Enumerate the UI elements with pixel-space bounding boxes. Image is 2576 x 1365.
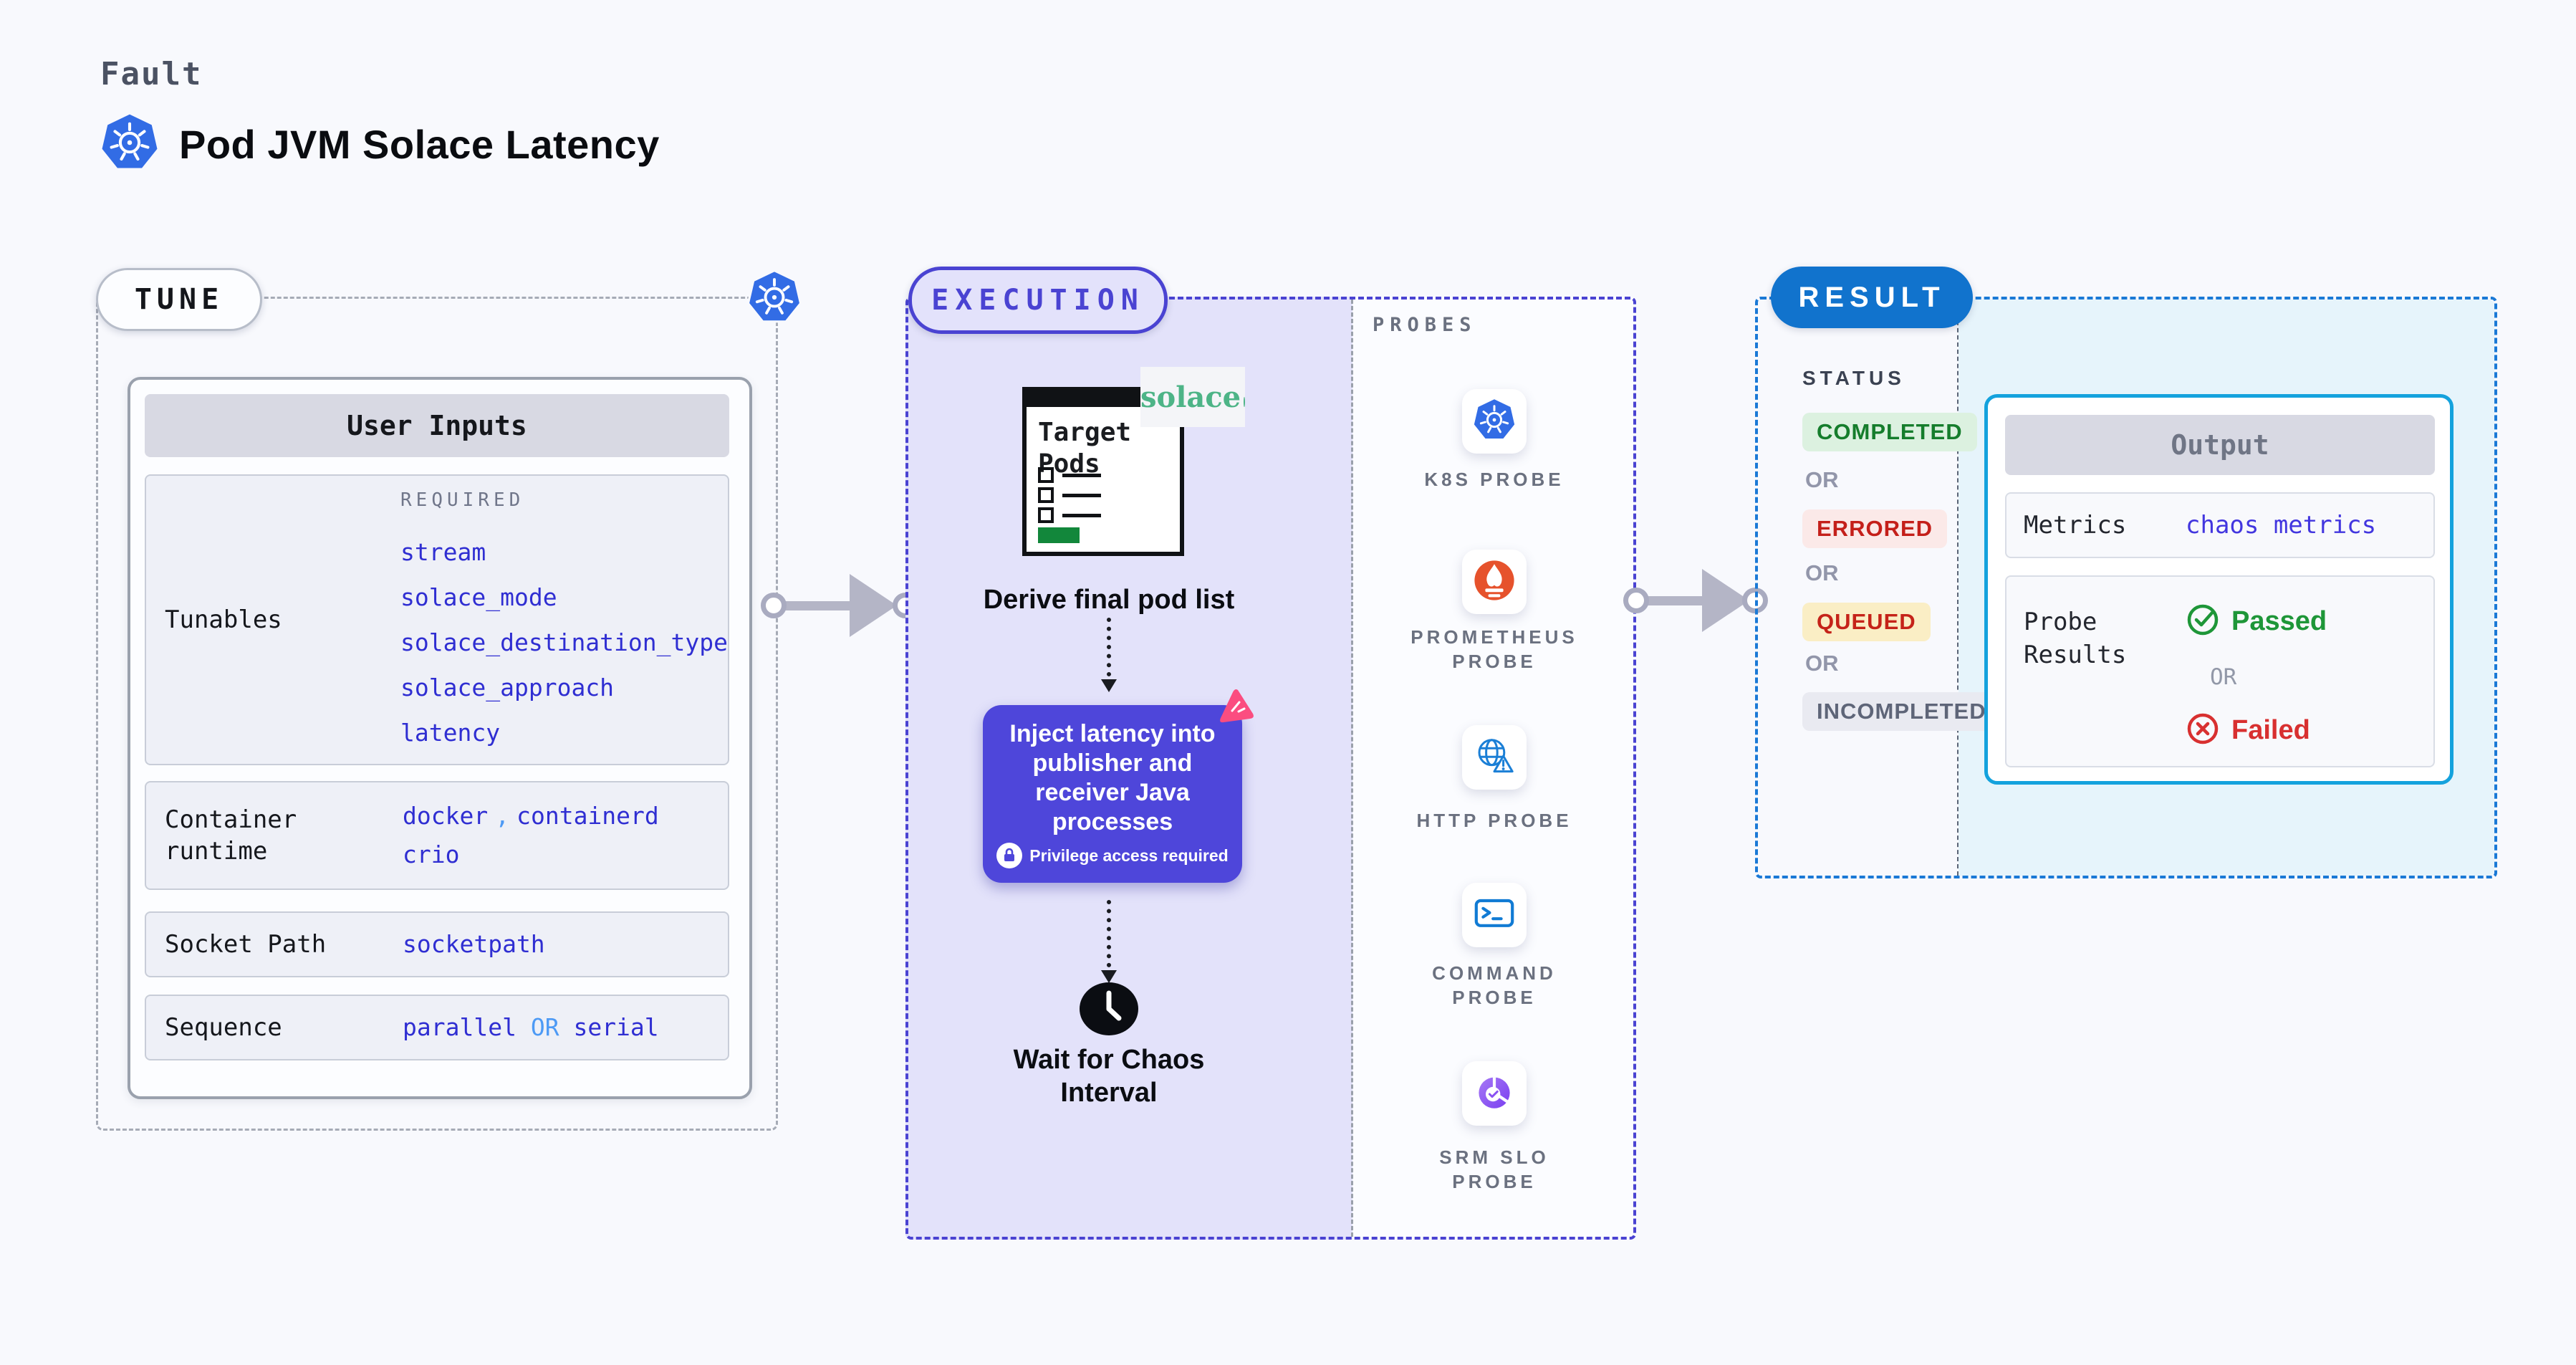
probe-card — [1462, 1061, 1527, 1126]
execution-section-pill: EXECUTION — [908, 267, 1168, 334]
container-runtime-row: Container runtime docker,containerd crio — [145, 781, 729, 890]
checkbox-icon — [1038, 487, 1054, 503]
tunable-value: solace_destination_type — [400, 628, 728, 656]
sequence-value: parallel OR serial — [403, 1013, 659, 1041]
privilege-note: Privilege access required — [1029, 846, 1229, 865]
green-button-shape — [1038, 527, 1080, 543]
output-title: Output — [2005, 415, 2435, 475]
status-title: STATUS — [1802, 367, 1905, 389]
inject-step-text: Inject latency into publisher and receiv… — [1009, 720, 1216, 835]
checkbox-icon — [1038, 467, 1054, 483]
tune-section-frame — [96, 297, 778, 1131]
connector-node — [761, 593, 787, 618]
tunables-value-list: stream solace_mode solace_destination_type… — [400, 530, 728, 755]
user-inputs-title: User Inputs — [145, 394, 729, 457]
or-label: OR — [1805, 560, 1839, 585]
tunable-value: stream — [400, 537, 486, 566]
probe-label: COMMAND PROBE — [1432, 962, 1557, 1008]
socket-path-label: Socket Path — [165, 930, 327, 959]
sequence-label: Sequence — [165, 1013, 282, 1042]
page-title: Pod JVM Solace Latency — [179, 122, 660, 167]
flow-arrow-down — [1107, 618, 1111, 676]
tunable-value: latency — [400, 718, 501, 747]
kubernetes-icon — [100, 113, 159, 176]
probe-card — [1462, 725, 1527, 790]
probe-results-label: Probe Results — [2024, 608, 2127, 669]
probe-label: HTTP PROBE — [1416, 810, 1572, 831]
or-label: OR — [1805, 467, 1839, 492]
execution-section-frame — [905, 297, 1636, 1240]
container-runtime-label: Container runtime — [165, 805, 297, 866]
status-badge: INCOMPLETED — [1802, 692, 2001, 731]
probe-results-row: Probe Results Passed OR Failed — [2005, 575, 2435, 767]
connector-node — [1623, 588, 1649, 613]
flow-arrow-head — [1101, 679, 1117, 692]
probe-label: K8S PROBE — [1424, 469, 1565, 490]
fault-kicker: Fault — [100, 56, 203, 92]
container-runtime-value-crio: crio — [403, 840, 460, 868]
privilege-note-row: Privilege access required — [996, 843, 1229, 868]
tunable-value: solace_approach — [400, 673, 615, 701]
derive-step-label: Derive final pod list — [983, 585, 1235, 615]
slo-donut-icon — [1473, 1071, 1516, 1117]
result-section-pill: RESULT — [1771, 267, 1973, 328]
or-label: OR — [1805, 651, 1839, 676]
flow-arrow-head — [1101, 970, 1117, 983]
http-globe-icon — [1473, 734, 1516, 781]
required-tag: REQUIRED — [400, 489, 525, 511]
status-badge: COMPLETED — [1802, 413, 1977, 451]
probes-title: PROBES — [1373, 314, 1477, 336]
container-runtime-values: docker,containerd — [403, 802, 659, 830]
chaos-fault-icon — [1216, 686, 1256, 730]
wait-step-label: Wait for Chaos Interval — [1013, 1045, 1205, 1108]
kubernetes-icon — [1473, 398, 1516, 445]
metrics-label: Metrics — [2024, 511, 2127, 540]
passed-result: Passed — [2186, 603, 2327, 641]
or-label: OR — [2210, 664, 2237, 690]
result-section-frame — [1755, 297, 2497, 878]
failed-label: Failed — [2231, 715, 2310, 745]
tunables-label: Tunables — [165, 605, 282, 634]
status-badge: QUEUED — [1802, 603, 1931, 641]
clock-icon — [1079, 982, 1139, 1040]
tunable-value: solace_mode — [400, 583, 557, 611]
or-separator: OR — [530, 1013, 559, 1041]
solace-logo: solace — [1140, 367, 1245, 427]
prometheus-icon — [1473, 559, 1516, 605]
failed-result: Failed — [2186, 712, 2310, 749]
inject-latency-step: Inject latency into publisher and receiv… — [983, 705, 1242, 883]
metrics-value: chaos metrics — [2186, 511, 2377, 540]
checkbox-icon — [1038, 507, 1054, 523]
sequence-row: Sequence parallel OR serial — [145, 995, 729, 1060]
status-badge: ERRORED — [1802, 509, 1948, 548]
probe-label: PROMETHEUS PROBE — [1410, 626, 1578, 672]
probe-label: SRM SLO PROBE — [1439, 1146, 1549, 1192]
kubernetes-icon — [746, 269, 802, 329]
probe-card — [1462, 550, 1527, 614]
x-circle-icon — [2186, 712, 2220, 749]
tune-section-pill: TUNE — [96, 268, 262, 331]
probe-card — [1462, 883, 1527, 947]
lock-icon — [996, 843, 1023, 868]
passed-label: Passed — [2231, 606, 2327, 636]
probes-divider — [1351, 300, 1353, 1237]
page-title-row: Pod JVM Solace Latency — [100, 113, 660, 176]
status-output-divider — [1957, 300, 1959, 876]
comma-separator: , — [495, 802, 510, 830]
flow-arrow-down — [1107, 900, 1111, 967]
probe-card — [1462, 389, 1527, 454]
socket-path-row: Socket Path socketpath — [145, 911, 729, 977]
terminal-icon — [1473, 892, 1516, 939]
output-card: Output Metrics chaos metrics Probe Resul… — [1984, 394, 2454, 785]
socket-path-value: socketpath — [403, 930, 545, 958]
check-circle-icon — [2186, 603, 2220, 641]
solace-dot — [1244, 397, 1245, 407]
metrics-row: Metrics chaos metrics — [2005, 492, 2435, 558]
